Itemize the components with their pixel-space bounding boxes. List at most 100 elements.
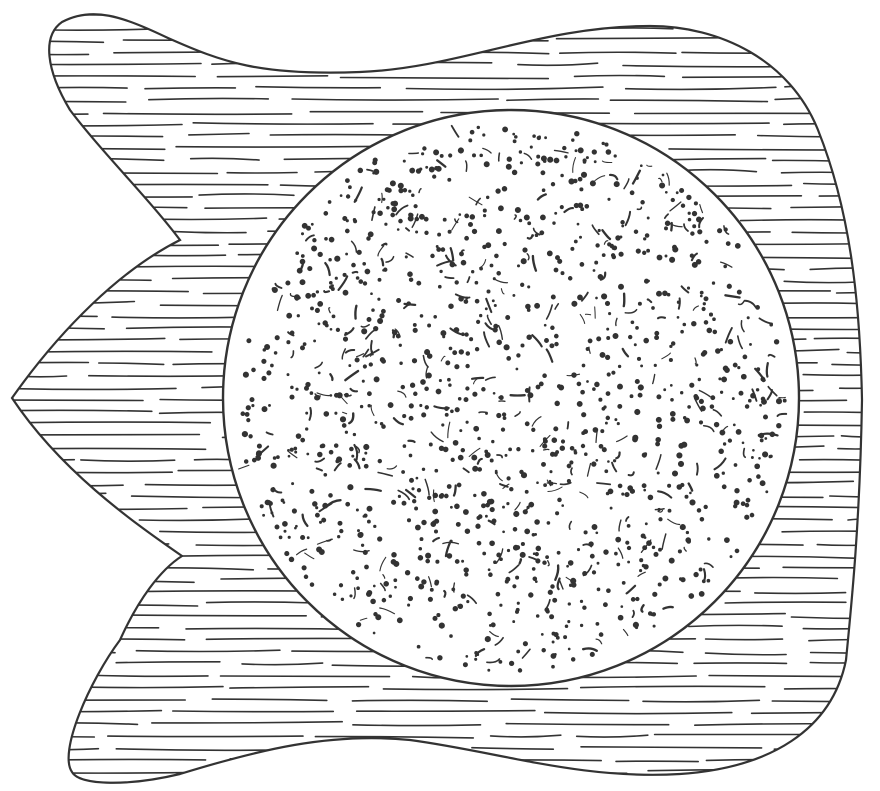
speckle-dot bbox=[602, 448, 606, 452]
speckle-dot bbox=[341, 598, 343, 600]
speckle-dot bbox=[567, 565, 569, 567]
speckle-dot bbox=[746, 498, 750, 502]
speckle-dot bbox=[490, 459, 493, 462]
speckle-dot bbox=[636, 177, 639, 180]
hatch-stroke bbox=[11, 245, 218, 246]
speckle-dot bbox=[434, 316, 437, 319]
speckle-dot bbox=[295, 451, 297, 453]
speckle-dot bbox=[467, 601, 469, 603]
speckle-dot bbox=[688, 406, 691, 409]
speckle-dot bbox=[430, 588, 433, 591]
speckle-dot bbox=[758, 434, 760, 436]
speckle-dot bbox=[766, 491, 768, 493]
speckle-dot bbox=[543, 444, 547, 448]
speckle-dot bbox=[718, 229, 722, 233]
speckle-dot bbox=[509, 661, 513, 665]
speckle-dot bbox=[541, 171, 545, 175]
hatch-stroke bbox=[176, 146, 372, 147]
speckle-dot bbox=[520, 162, 522, 164]
speckle-dot bbox=[352, 263, 356, 267]
speckle-dot bbox=[475, 651, 478, 654]
hatch-stroke bbox=[12, 544, 168, 545]
speckle-dot bbox=[638, 302, 641, 305]
hatch-stroke bbox=[0, 581, 194, 582]
speckle-dot bbox=[739, 391, 743, 395]
speckle-dot bbox=[644, 279, 648, 283]
hatch-stroke bbox=[3, 255, 128, 256]
hatch-stroke bbox=[785, 85, 857, 87]
speckle-dot bbox=[618, 484, 622, 488]
speckle-dot bbox=[615, 419, 617, 421]
speckle-dot bbox=[699, 568, 702, 571]
speckle-dot bbox=[494, 304, 496, 306]
speckle-dot bbox=[535, 520, 540, 525]
hatch-stroke bbox=[145, 88, 235, 89]
speckle-fleck bbox=[767, 363, 768, 377]
speckle-dot bbox=[363, 262, 366, 265]
speckle-dot bbox=[602, 254, 605, 257]
speckle-dot bbox=[321, 444, 325, 448]
speckle-dot bbox=[685, 418, 690, 423]
hatch-stroke bbox=[104, 113, 292, 114]
speckle-dot bbox=[356, 622, 360, 626]
speckle-dot bbox=[513, 621, 515, 623]
speckle-dot bbox=[297, 315, 299, 317]
speckle-dot bbox=[647, 249, 650, 252]
speckle-dot bbox=[466, 387, 469, 390]
speckle-dot bbox=[440, 270, 442, 272]
speckle-dot bbox=[655, 331, 659, 335]
speckle-dot bbox=[461, 594, 465, 598]
speckle-dot bbox=[571, 578, 576, 583]
speckle-dot bbox=[367, 506, 372, 511]
speckle-dot bbox=[698, 378, 700, 380]
hatch-stroke bbox=[206, 17, 315, 18]
speckle-dot bbox=[409, 190, 411, 192]
hatch-stroke bbox=[0, 136, 163, 137]
speckle-dot bbox=[545, 137, 547, 139]
speckle-dot bbox=[604, 550, 608, 554]
speckle-dot bbox=[450, 635, 453, 638]
speckle-dot bbox=[645, 523, 647, 525]
speckle-dot bbox=[469, 223, 473, 227]
speckle-dot bbox=[460, 430, 462, 432]
speckle-dot bbox=[520, 552, 525, 557]
speckle-dot bbox=[272, 288, 275, 291]
speckle-dot bbox=[583, 159, 586, 162]
hatch-stroke bbox=[782, 531, 880, 532]
speckle-dot bbox=[733, 424, 735, 426]
speckle-dot bbox=[514, 511, 519, 516]
speckle-dot bbox=[630, 395, 633, 398]
speckle-dot bbox=[742, 442, 744, 444]
speckle-dot bbox=[551, 585, 554, 588]
speckle-dot bbox=[541, 634, 543, 636]
speckle-dot bbox=[268, 502, 272, 506]
speckle-dot bbox=[475, 658, 477, 660]
speckle-dot bbox=[678, 550, 681, 553]
speckle-dot bbox=[507, 477, 510, 480]
speckle-dot bbox=[271, 364, 274, 367]
speckle-dot bbox=[724, 265, 727, 268]
speckle-dot bbox=[510, 487, 513, 490]
speckle-dot bbox=[565, 625, 568, 628]
speckle-dot bbox=[292, 509, 296, 513]
speckle-dot bbox=[688, 212, 690, 214]
speckle-dot bbox=[585, 453, 588, 456]
speckle-dot bbox=[536, 546, 541, 551]
speckle-dot bbox=[399, 188, 403, 192]
speckle-dot bbox=[378, 211, 383, 216]
speckle-dot bbox=[488, 669, 490, 671]
speckle-dot bbox=[734, 500, 739, 505]
speckle-dot bbox=[407, 302, 411, 306]
speckle-dot bbox=[465, 529, 469, 533]
speckle-dot bbox=[437, 614, 440, 617]
hatch-stroke bbox=[683, 76, 859, 77]
speckle-dot bbox=[486, 196, 488, 198]
hatch-stroke bbox=[873, 305, 880, 306]
speckle-dot bbox=[543, 160, 546, 163]
speckle-dot bbox=[516, 576, 519, 579]
speckle-dot bbox=[653, 592, 657, 596]
speckle-dot bbox=[438, 233, 441, 236]
speckle-dot bbox=[374, 525, 376, 527]
speckle-dot bbox=[363, 550, 367, 554]
speckle-dot bbox=[474, 426, 479, 431]
